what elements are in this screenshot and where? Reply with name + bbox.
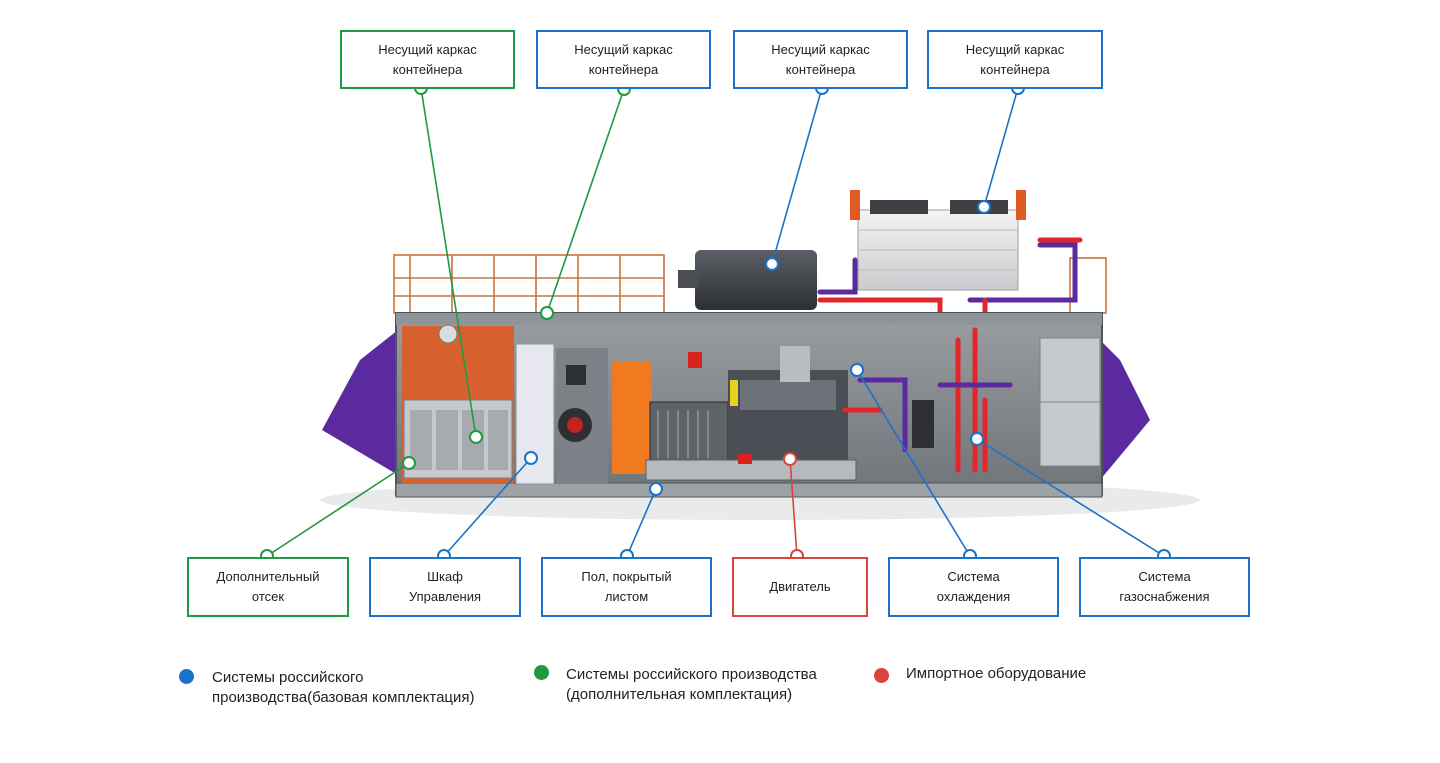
- generator: [649, 401, 729, 465]
- right-air-hood: [1100, 340, 1150, 480]
- callout-extra-compartment: Дополнительный отсек: [187, 557, 349, 617]
- left-air-hood: [322, 330, 398, 475]
- legend-dot-extra: [534, 665, 549, 680]
- callout-container-frame-3: Несущий каркас контейнера: [733, 30, 908, 89]
- callout-cooling-system: Система охлаждения: [888, 557, 1059, 617]
- callout-engine: Двигатель: [732, 557, 868, 617]
- leader-lines: [266, 87, 1165, 557]
- exhaust-silencer: [695, 250, 817, 310]
- cooling-gas-systems: [842, 327, 1013, 473]
- orange-panel: [612, 362, 652, 474]
- legend-label-base: Системы российского производства(базовая…: [212, 669, 475, 706]
- legend-label-extra: Системы российского производства (дополн…: [566, 666, 817, 703]
- callout-gas-system: Система газоснабжения: [1079, 557, 1250, 617]
- legend-dot-base: [179, 669, 194, 684]
- callout-container-frame-2: Несущий каркас контейнера: [536, 30, 711, 89]
- callout-floor: Пол, покрытый листом: [541, 557, 712, 617]
- legend-label-import: Импортное оборудование: [906, 665, 1087, 682]
- callout-control-cabinet: Шкаф Управления: [369, 557, 521, 617]
- engine-block: [645, 346, 857, 481]
- callout-container-frame-4: Несущий каркас контейнера: [927, 30, 1103, 89]
- callout-container-frame-1: Несущий каркас контейнера: [340, 30, 515, 89]
- roof-radiator: [850, 190, 1026, 291]
- legend-dot-import: [874, 668, 889, 683]
